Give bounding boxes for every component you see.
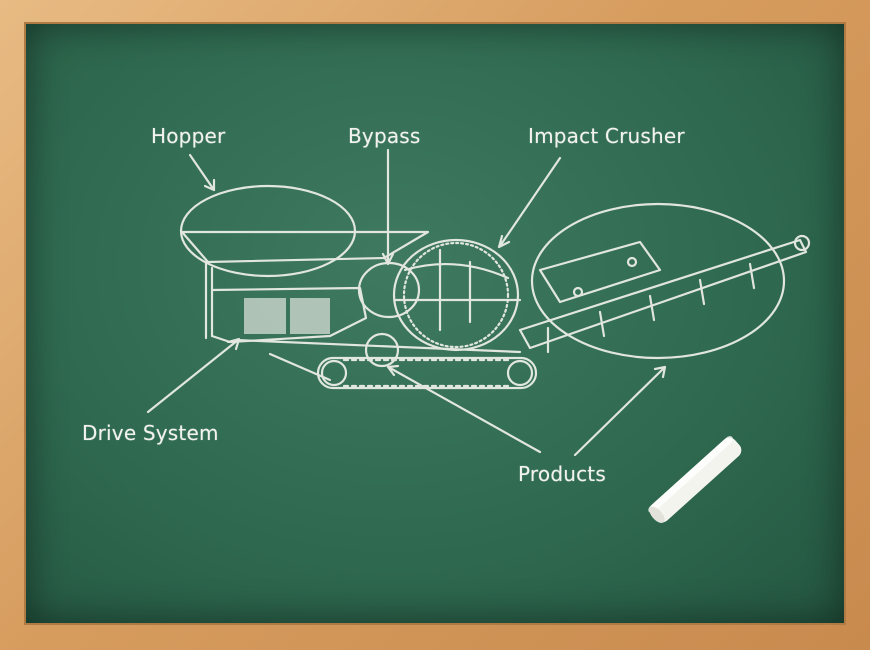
label-drive-system: Drive System xyxy=(82,421,219,445)
label-bypass: Bypass xyxy=(348,124,421,148)
arrow-products-track xyxy=(386,364,542,454)
arrow-bypass xyxy=(381,148,395,266)
arrow-impact-crusher xyxy=(497,156,562,249)
track xyxy=(316,356,538,390)
label-hopper: Hopper xyxy=(151,124,226,148)
conveyor xyxy=(518,238,808,350)
products-ellipse xyxy=(530,202,786,360)
label-impact-crusher: Impact Crusher xyxy=(528,124,685,148)
chalkboard xyxy=(26,24,844,623)
arrow-hopper xyxy=(188,153,216,192)
arrow-products-conveyor xyxy=(573,365,667,457)
machine-body xyxy=(210,286,368,344)
impact-crusher-ellipse xyxy=(392,238,520,352)
label-products: Products xyxy=(518,462,606,486)
arrow-drive-system xyxy=(146,337,241,414)
chalk-stick xyxy=(648,436,742,524)
engine-panel xyxy=(244,298,286,334)
